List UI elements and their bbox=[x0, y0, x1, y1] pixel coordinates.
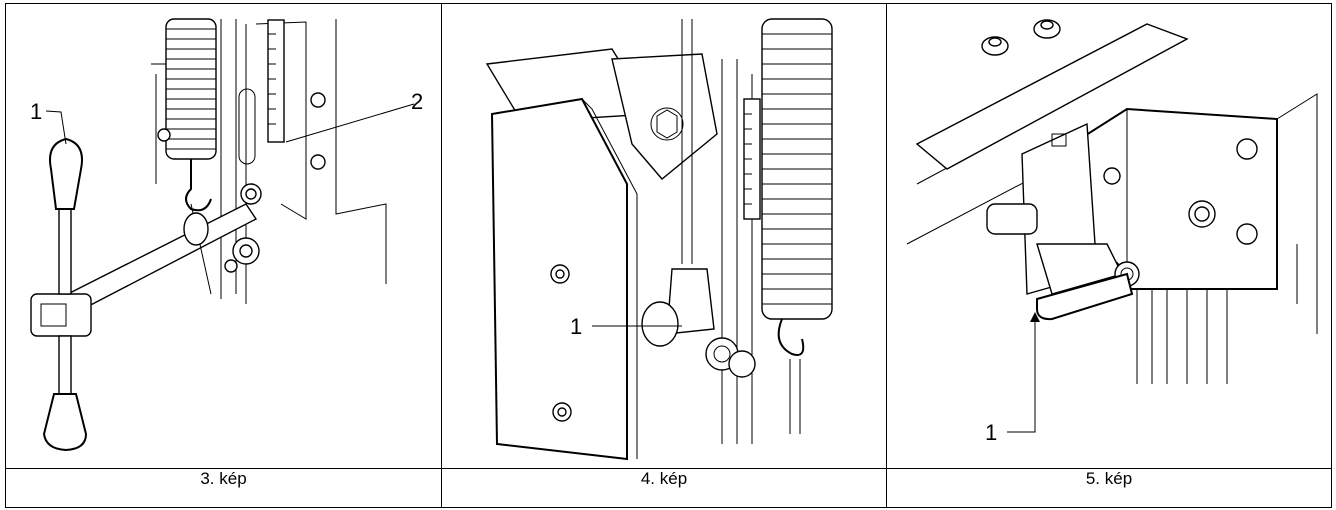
figure-4-drawing: 1 bbox=[441, 3, 887, 469]
caption-figure-4: 4. kép bbox=[441, 468, 887, 508]
caption-figure-5: 5. kép bbox=[886, 468, 1332, 508]
callout-2: 2 bbox=[411, 89, 423, 114]
callout-1: 1 bbox=[570, 314, 582, 339]
callout-1: 1 bbox=[985, 420, 997, 445]
callout-1: 1 bbox=[30, 99, 42, 124]
caption-figure-3: 3. kép bbox=[5, 468, 442, 508]
figure-table: 1 2 bbox=[5, 3, 1332, 508]
figure-3-drawing: 1 2 bbox=[5, 3, 442, 469]
figure-5-drawing: 1 bbox=[886, 3, 1332, 469]
